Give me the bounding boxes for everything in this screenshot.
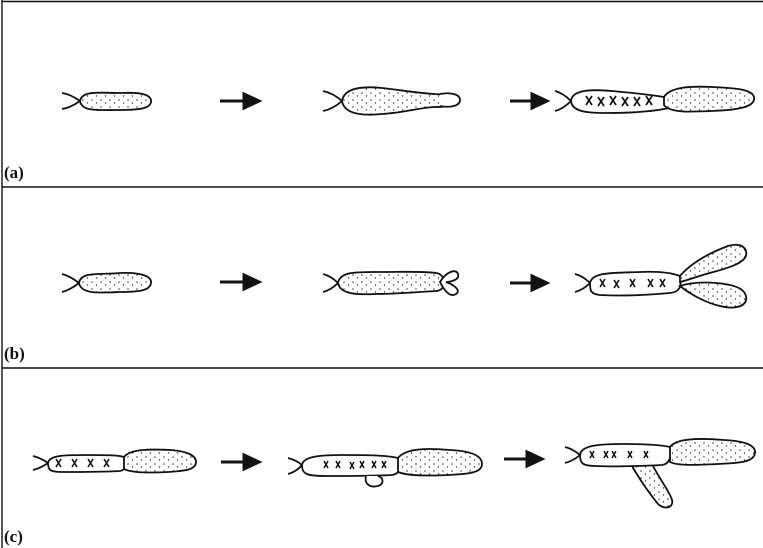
hypha-base-icon	[323, 274, 338, 292]
panel-c-stage-1	[33, 450, 196, 473]
right-arrow-icon	[220, 94, 259, 108]
panel-b-stage-2	[323, 271, 458, 295]
hypha-sketch-icon	[398, 449, 482, 476]
hypha-base-icon	[33, 456, 48, 470]
hypha-sketch-icon	[680, 282, 746, 307]
panel-b: (b)	[4, 245, 746, 363]
hypha-sketch-icon	[632, 464, 672, 507]
hyphal-tip-icon	[440, 93, 460, 107]
panel-b-stage-1	[62, 273, 151, 293]
hypha-base-icon	[565, 447, 580, 463]
panel-label-b: (b)	[4, 344, 25, 363]
panel-c-stage-2	[288, 449, 482, 487]
panel-label-c: (c)	[4, 527, 23, 546]
panel-a-stage-3	[555, 87, 754, 113]
panel-b-stage-3	[575, 245, 746, 308]
hyphal-compartment-icon	[571, 90, 673, 113]
hypha-sketch-icon	[670, 439, 755, 465]
right-arrow-icon	[510, 94, 547, 108]
panel-c: (c)	[4, 439, 755, 546]
hypha-sketch-icon	[124, 450, 196, 473]
panel-a-stage-1	[62, 93, 151, 111]
hypha-sketch-icon	[680, 245, 746, 282]
hypha-base-icon	[555, 91, 571, 111]
right-arrow-icon	[220, 275, 259, 289]
hypha-base-icon	[62, 93, 80, 109]
hypha-sketch-icon	[664, 87, 754, 112]
panel-c-stage-3	[565, 439, 755, 508]
hypha-base-icon	[323, 91, 342, 111]
branch-bud-icon	[440, 271, 458, 295]
hyphal-compartment-icon	[580, 444, 671, 466]
hypha-sketch-icon	[338, 272, 444, 295]
right-arrow-icon	[221, 455, 259, 469]
panel-a: (a)	[4, 87, 754, 182]
hypha-sketch-icon	[80, 93, 151, 111]
panel-label-a: (a)	[4, 163, 24, 182]
hypha-sketch-icon	[79, 273, 151, 293]
hypha-base-icon	[575, 274, 590, 292]
hypha-base-icon	[288, 458, 302, 474]
branch-bud-icon	[366, 476, 383, 487]
panel-a-stage-2	[323, 87, 460, 114]
right-arrow-icon	[510, 276, 547, 290]
right-arrow-icon	[504, 452, 542, 466]
hypha-base-icon	[62, 274, 79, 292]
